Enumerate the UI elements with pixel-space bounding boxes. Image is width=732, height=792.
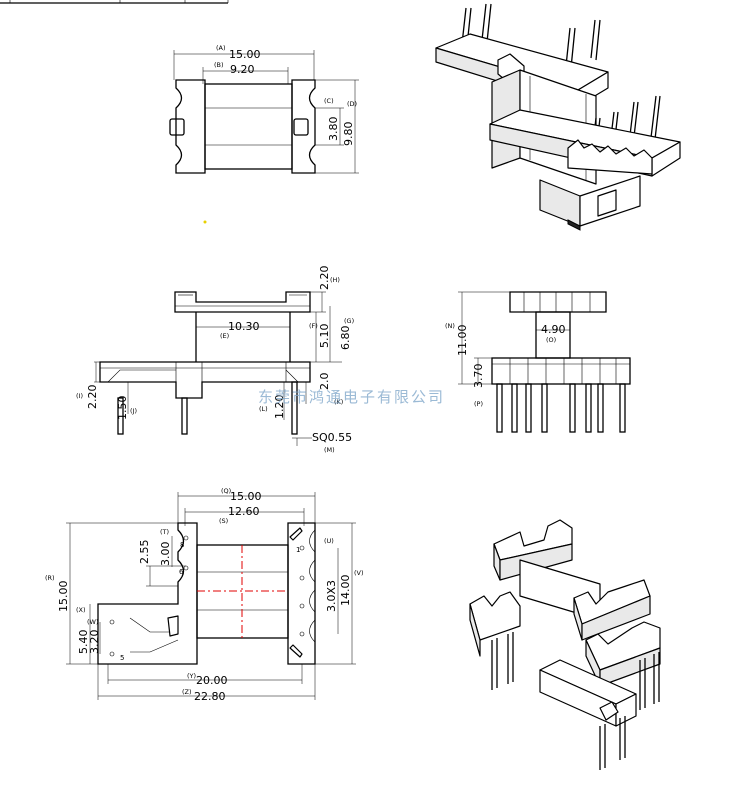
dim-q-value: 15.00 [230,490,262,503]
dim-i-tag: (I) [76,392,83,400]
dim-y-value: 20.00 [196,674,228,687]
side-view: (N) 11.00 4.90 (O) 3.70 (P) [445,291,631,433]
dim-v-tag: (V) [354,569,364,577]
dim-d-tag: (D) [347,100,357,108]
dim-b-tag: (B) [214,61,224,69]
dim-j-value: 1.50 [116,396,129,421]
dim-c-value: 3.80 [327,117,340,142]
dim-e-tag: (E) [220,332,229,340]
dim-z-tag: (Z) [182,688,192,696]
pin-label: 1 [296,546,300,554]
dim-n-value: 11.00 [456,325,469,357]
top-view: (A) 15.00 (B) 9.20 (C) 3.80 (D) 9.80 [169,44,359,174]
pin-label: 6 [179,568,184,576]
title-block-fragment [0,0,229,4]
isometric-view-bottom [469,519,661,770]
dim-a-value: 15.00 [229,48,261,61]
dim-e-value: 10.30 [228,320,260,333]
dim-o-value: 4.90 [541,323,566,336]
dim-f-value: 5.10 [318,324,331,349]
front-view: (H) 2.20 (G) 6.80 (F) 5.10 10.30 (E) (I)… [76,266,354,455]
dim-h-tag: (H) [330,276,340,284]
dim-t-tag: (T) [160,528,169,536]
dim-w-value: 3.20 [88,630,101,655]
dim-v-value: 14.00 [339,575,352,607]
dim-m-tag: (M) [324,446,335,454]
dim-l-tag: (L) [259,405,268,413]
dim-s-tag: (S) [219,517,228,525]
dim-u-tag: (U) [324,537,334,545]
dim-x-value: 5.40 [77,630,90,655]
dim-x-tag: (X) [76,606,86,614]
dim-r-value: 15.00 [57,581,70,613]
dim-o-tag: (O) [546,336,556,344]
dim-w-tag: (W) [87,618,99,626]
dim-a-tag: (A) [216,44,226,52]
dim-l-value: 1.20 [273,395,286,420]
dim-s-value: 12.60 [228,505,260,518]
dim-p-tag: (P) [474,400,483,408]
dim-g-value: 6.80 [339,326,352,351]
dim-j-tag: (J) [130,407,137,415]
dim-b-value: 9.20 [230,63,255,76]
dim-p-value: 3.70 [472,364,485,389]
pin-label: 8 [180,541,184,549]
dim-d-value: 9.80 [342,122,355,147]
dim-i-value: 2.20 [86,385,99,410]
dim-n-tag: (N) [445,322,455,330]
dim-f-tag: (F) [309,322,318,330]
dim-h-value: 2.20 [318,266,331,291]
dim-m-value: SQ0.55 [312,431,352,444]
company-watermark: 东莞市鸿通电子有限公司 [258,388,445,406]
dim-g-tag: (G) [344,317,354,325]
dim-r-tag: (R) [45,574,55,582]
dim-c-tag: (C) [324,97,334,105]
pin-label: 5 [120,654,124,662]
dim-y-tag: (Y) [187,672,196,680]
dim-2-55-value: 2.55 [138,540,151,565]
stray-dot [203,220,207,224]
dim-k-tag: (K) [334,398,343,406]
dim-z-value: 22.80 [194,690,226,703]
dim-k-value: 2.0 [318,373,331,391]
bottom-view: (Q) 15.00 12.60 (S) (T) 3.00 2.55 (R) 15… [45,487,364,703]
dim-t-value: 3.00 [159,542,172,567]
isometric-view-top [435,3,681,231]
dim-u-value: 3.0X3 [325,580,338,612]
dim-q-tag: (Q) [221,487,231,495]
